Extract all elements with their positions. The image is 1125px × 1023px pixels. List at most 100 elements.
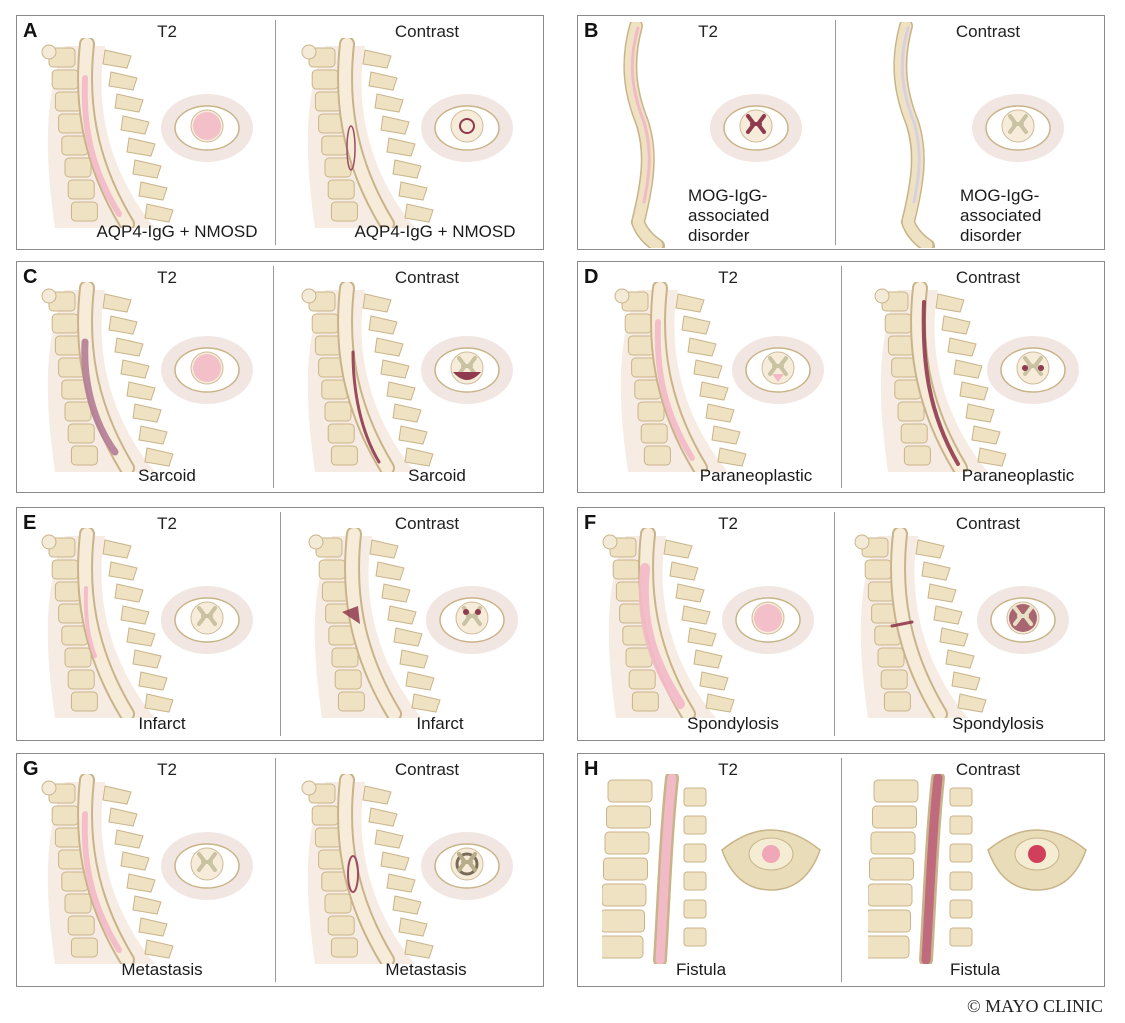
spinal-cord (339, 38, 393, 228)
spinous-process (144, 203, 174, 223)
axial-cord-illustration (421, 832, 513, 900)
posterior-element (949, 927, 973, 947)
contrast-title: Contrast (394, 514, 460, 533)
spinous-process (675, 293, 705, 313)
vertebral-body (606, 805, 651, 829)
diagnosis-caption: Infarct (138, 714, 186, 733)
vertebral-body (64, 893, 92, 914)
spinous-process (126, 381, 156, 401)
panel-h: H T2 Contrast Fistula Fistula (577, 753, 1105, 987)
posterior-element (949, 899, 973, 919)
lesion (772, 374, 784, 382)
thoracic-spine-illustration (868, 774, 973, 964)
spinous-process (699, 671, 729, 691)
spinous-process (965, 403, 995, 423)
lesion (1038, 365, 1044, 371)
vertebral-body (330, 201, 358, 222)
sagittal-spine-illustration (301, 282, 434, 472)
vertebral-body (869, 857, 914, 881)
spinous-process (705, 693, 735, 713)
rim-lesion (455, 852, 479, 876)
t2-title: T2 (718, 760, 738, 779)
vertebral-body (873, 779, 919, 803)
vertebral-body (607, 779, 653, 803)
skull-base (301, 44, 317, 60)
spinous-process (951, 671, 981, 691)
panel-letter: E (23, 512, 37, 534)
vertebral-body (868, 935, 910, 959)
gray-matter (197, 606, 217, 626)
diagnosis-caption: Sarcoid (408, 466, 466, 485)
sagittal-spine-illustration (41, 774, 174, 964)
vertebral-body (624, 313, 652, 334)
spinous-process (693, 359, 723, 379)
vertebral-body (884, 313, 912, 334)
vertebral-body (67, 915, 95, 936)
spinous-process (126, 873, 156, 893)
diagnosis-caption: Paraneoplastic (961, 466, 1075, 485)
spinous-process (374, 829, 404, 849)
sagittal-spine-illustration (602, 528, 735, 718)
skull-base (854, 534, 870, 550)
spinous-process (368, 71, 398, 91)
spinous-process (711, 425, 741, 445)
panel-divider (841, 758, 842, 982)
spinous-process (935, 293, 965, 313)
panel-divider (275, 758, 276, 982)
vertebral-body (51, 313, 79, 334)
t2-title: T2 (157, 22, 177, 41)
spinous-process (114, 583, 144, 603)
skull-base (301, 780, 317, 796)
spinous-process (132, 895, 162, 915)
spinous-process (126, 627, 156, 647)
spinal-cord (339, 774, 393, 964)
contrast-title: Contrast (394, 760, 460, 779)
sagittal-spine-illustration (41, 282, 174, 472)
lesion (921, 300, 960, 466)
panel-divider (834, 512, 835, 736)
diagnosis-caption: Paraneoplastic (699, 466, 813, 485)
panel-divider (841, 266, 842, 488)
spinous-process (945, 649, 975, 669)
sagittal-spine-illustration (614, 282, 747, 472)
vertebral-body (51, 559, 79, 580)
vertebral-body (330, 445, 358, 466)
gray-matter (457, 356, 477, 376)
spinous-process (398, 181, 428, 201)
spinal-cord (921, 774, 943, 964)
lesion (83, 586, 97, 658)
lesion (463, 609, 469, 615)
lesion (475, 609, 481, 615)
t2-title: T2 (157, 760, 177, 779)
vertebral-body (643, 445, 671, 466)
vertebral-body (637, 401, 665, 422)
panel-letter: H (584, 758, 599, 780)
sagittal-spine-illustration (301, 38, 434, 228)
spinous-process (386, 381, 416, 401)
panel-letter: A (23, 20, 38, 42)
lesion (638, 563, 685, 709)
spinous-process (404, 939, 434, 959)
axial-cord-illustration (977, 586, 1069, 654)
skull-base (41, 288, 57, 304)
posterior-element (683, 815, 707, 835)
vertebral-body (900, 423, 928, 444)
spinous-process (120, 359, 150, 379)
spinous-process (398, 917, 428, 937)
spinal-cord (79, 528, 133, 718)
vertebral-body (331, 647, 359, 668)
spinous-process (959, 381, 989, 401)
skull-base (874, 288, 890, 304)
spinous-process (362, 293, 392, 313)
vertebral-body (872, 805, 917, 829)
spinous-process (921, 561, 951, 581)
spinous-process (939, 627, 969, 647)
axial-cord-illustration (421, 94, 513, 162)
spinous-process (399, 649, 429, 669)
skull-base (41, 780, 57, 796)
posterior-element (683, 787, 707, 807)
vertebral-body (70, 445, 98, 466)
flame-lesion (347, 855, 359, 893)
t2-title: T2 (157, 514, 177, 533)
skull-base (41, 44, 57, 60)
